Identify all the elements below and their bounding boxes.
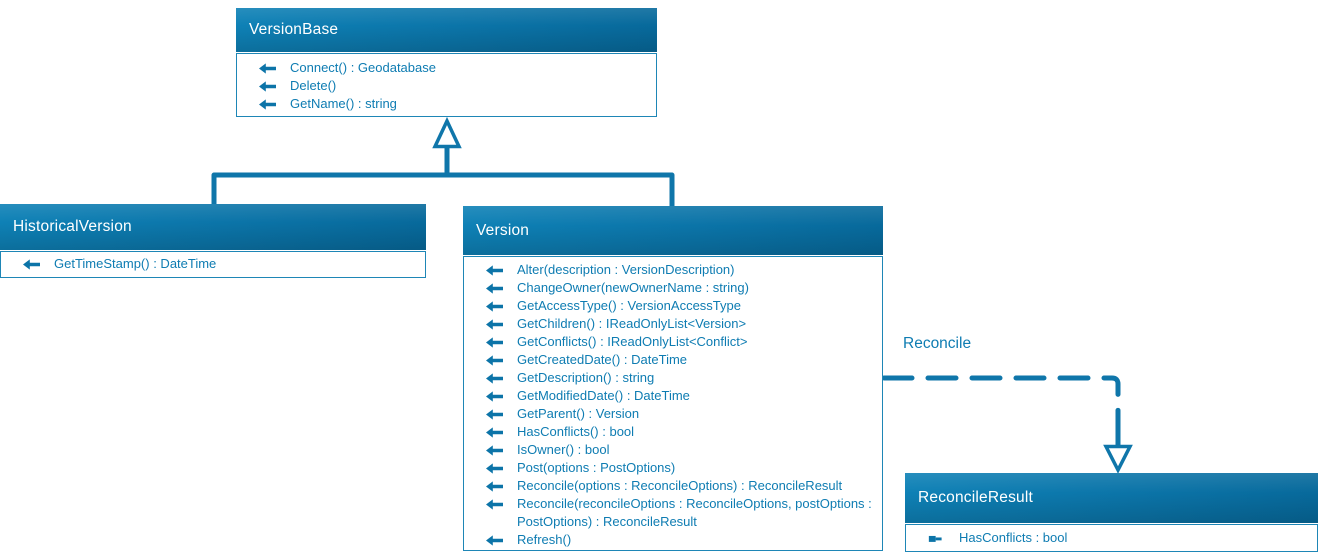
member-row: ChangeOwner(newOwnerName : string) xyxy=(464,279,882,297)
member-label: GetChildren() : IReadOnlyList<Version> xyxy=(517,316,747,331)
member-row: GetTimeStamp() : DateTime xyxy=(1,255,425,273)
class-box-historicalversion: HistoricalVersion GetTimeStamp() : DateT… xyxy=(0,204,426,278)
member-row: GetConflicts() : IReadOnlyList<Conflict> xyxy=(464,333,882,351)
method-icon xyxy=(486,282,503,294)
member-row: GetParent() : Version xyxy=(464,405,882,423)
member-row: GetModifiedDate() : DateTime xyxy=(464,387,882,405)
method-icon xyxy=(486,480,503,492)
method-icon xyxy=(486,462,503,474)
member-label: GetDescription() : string xyxy=(517,370,655,385)
member-label: Connect() : Geodatabase xyxy=(290,60,436,75)
member-row: GetCreatedDate() : DateTime xyxy=(464,351,882,369)
member-row: GetChildren() : IReadOnlyList<Version> xyxy=(464,315,882,333)
method-icon xyxy=(486,354,503,366)
class-members: GetTimeStamp() : DateTime xyxy=(0,251,426,278)
method-icon xyxy=(486,498,503,510)
method-icon xyxy=(259,62,276,74)
method-icon xyxy=(486,444,503,456)
method-icon xyxy=(486,426,503,438)
member-label: Reconcile(reconcileOptions : ReconcileOp… xyxy=(517,496,872,529)
inheritance-connector xyxy=(211,116,675,207)
member-label: Refresh() xyxy=(517,532,572,547)
class-members: HasConflicts : bool xyxy=(905,524,1318,552)
member-label: Delete() xyxy=(290,78,337,93)
member-row: GetDescription() : string xyxy=(464,369,882,387)
member-row: Refresh() xyxy=(464,531,882,549)
method-icon xyxy=(486,534,503,546)
method-icon xyxy=(23,258,40,270)
member-label: GetAccessType() : VersionAccessType xyxy=(517,298,741,313)
member-row: IsOwner() : bool xyxy=(464,441,882,459)
member-row: Alter(description : VersionDescription) xyxy=(464,261,882,279)
method-icon xyxy=(486,372,503,384)
class-members: Connect() : Geodatabase Delete() GetName… xyxy=(236,53,657,117)
member-label: Reconcile(options : ReconcileOptions) : … xyxy=(517,478,843,493)
member-label: HasConflicts() : bool xyxy=(517,424,635,439)
class-header: Version xyxy=(463,206,883,255)
method-icon xyxy=(486,336,503,348)
member-row: HasConflicts() : bool xyxy=(464,423,882,441)
class-name: VersionBase xyxy=(249,21,339,38)
member-label: Post(options : PostOptions) xyxy=(517,460,676,475)
dependency-label: Reconcile xyxy=(903,335,972,352)
method-icon xyxy=(486,408,503,420)
member-label: GetCreatedDate() : DateTime xyxy=(517,352,688,367)
member-row: Post(options : PostOptions) xyxy=(464,459,882,477)
member-label: GetName() : string xyxy=(290,96,397,111)
inheritance-triangle-icon xyxy=(432,116,462,149)
property-icon xyxy=(928,533,945,544)
dependency-dashed-line xyxy=(881,375,1121,443)
member-label: Alter(description : VersionDescription) xyxy=(517,262,735,277)
method-icon xyxy=(259,80,276,92)
member-label: GetConflicts() : IReadOnlyList<Conflict> xyxy=(517,334,748,349)
member-label: HasConflicts : bool xyxy=(959,530,1068,545)
member-row: Connect() : Geodatabase xyxy=(237,59,656,77)
method-icon xyxy=(486,264,503,276)
class-box-versionbase: VersionBase Connect() : Geodatabase Dele… xyxy=(236,8,657,117)
class-members: Alter(description : VersionDescription) … xyxy=(463,256,883,551)
method-icon xyxy=(486,300,503,312)
member-label: ChangeOwner(newOwnerName : string) xyxy=(517,280,749,295)
inheritance-branch-line xyxy=(211,172,675,207)
class-name: HistoricalVersion xyxy=(13,218,132,235)
member-row: Reconcile(options : ReconcileOptions) : … xyxy=(464,477,882,495)
member-row: GetName() : string xyxy=(237,95,656,113)
method-icon xyxy=(486,318,503,330)
member-row: Delete() xyxy=(237,77,656,95)
member-label: GetTimeStamp() : DateTime xyxy=(54,256,217,271)
member-label: GetModifiedDate() : DateTime xyxy=(517,388,690,403)
member-row: GetAccessType() : VersionAccessType xyxy=(464,297,882,315)
class-name: ReconcileResult xyxy=(918,489,1033,506)
class-box-version: Version Alter(description : VersionDescr… xyxy=(463,206,883,551)
member-row: HasConflicts : bool xyxy=(906,529,1317,547)
member-row: Reconcile(reconcileOptions : ReconcileOp… xyxy=(464,495,882,531)
class-name: Version xyxy=(476,221,530,239)
method-icon xyxy=(486,390,503,402)
member-label: IsOwner() : bool xyxy=(517,442,610,457)
class-box-reconcileresult: ReconcileResult HasConflicts : bool xyxy=(905,473,1318,552)
class-header: VersionBase xyxy=(236,8,657,52)
member-label: GetParent() : Version xyxy=(517,406,640,421)
method-icon xyxy=(259,98,276,110)
class-header: ReconcileResult xyxy=(905,473,1318,523)
dependency-arrowhead-icon xyxy=(1103,444,1133,474)
class-header: HistoricalVersion xyxy=(0,204,426,250)
dependency-connector xyxy=(881,375,1133,474)
